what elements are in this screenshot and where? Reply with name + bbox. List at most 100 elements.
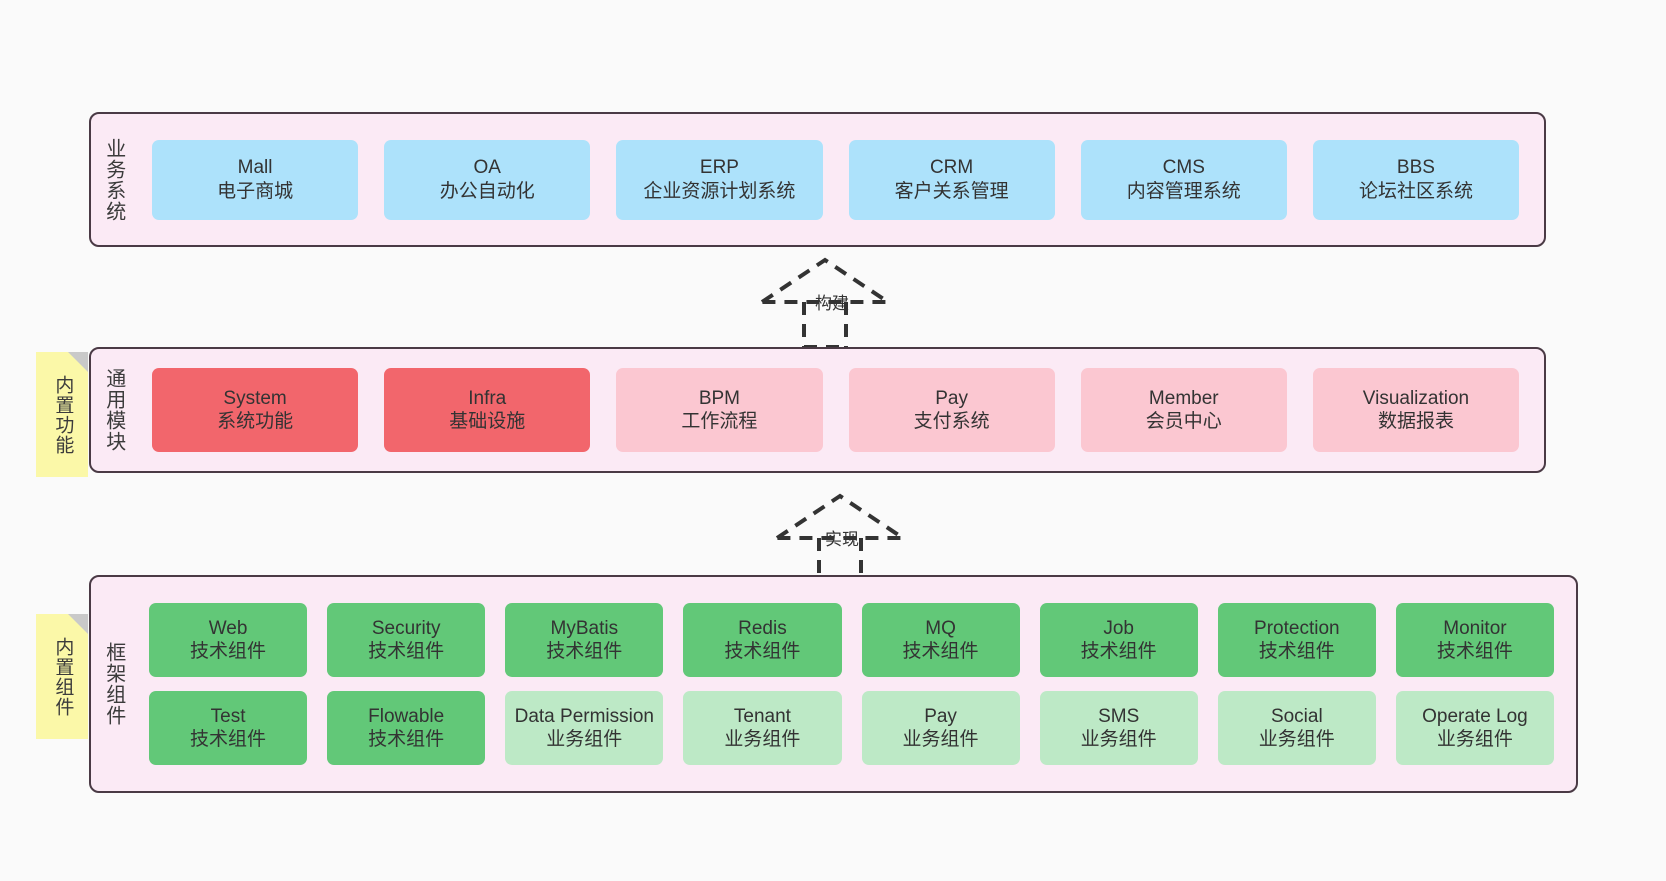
node-system-cn: 系统功能 <box>217 411 294 432</box>
node-system-en: System <box>223 387 287 409</box>
node-sms-cn: 业务组件 <box>1080 729 1157 750</box>
node-cms-cn: 内容管理系统 <box>1126 180 1241 202</box>
node-crm-en: CRM <box>929 157 974 179</box>
node-web-cn: 技术组件 <box>190 641 267 662</box>
node-security[interactable]: Security 技术组件 <box>327 603 486 677</box>
node-data-permission-cn: 业务组件 <box>546 729 623 750</box>
node-oa-en: OA <box>473 157 501 179</box>
node-job-en: Job <box>1103 617 1134 639</box>
node-pay-module-cn: 支付系统 <box>913 411 990 432</box>
layer-body-general-modules: System 系统功能 Infra 基础设施 BPM 工作流程 Pay 支付系统… <box>135 349 1544 471</box>
node-sms-en: SMS <box>1098 705 1140 727</box>
node-infra[interactable]: Infra 基础设施 <box>384 368 591 452</box>
framework-row-business: Test 技术组件 Flowable 技术组件 Data Permission … <box>139 691 1564 765</box>
node-erp-en: ERP <box>699 157 739 179</box>
framework-row-technical: Web 技术组件 Security 技术组件 MyBatis 技术组件 Redi… <box>139 603 1564 677</box>
node-member[interactable]: Member 会员中心 <box>1080 368 1287 452</box>
node-tenant-en: Tenant <box>733 705 791 727</box>
node-mybatis[interactable]: MyBatis 技术组件 <box>505 603 664 677</box>
node-system[interactable]: System 系统功能 <box>152 368 359 452</box>
node-pay-component-cn: 业务组件 <box>902 729 979 750</box>
node-test-en: Test <box>210 705 246 727</box>
layer-title-framework-components: 框架组件 <box>102 642 125 726</box>
node-bbs-en: BBS <box>1396 157 1435 179</box>
node-tenant[interactable]: Tenant 业务组件 <box>683 691 842 765</box>
layer-general-modules: 通用模块 System 系统功能 Infra 基础设施 BPM 工作流程 Pay… <box>89 347 1546 473</box>
layer-body-business-systems: Mall 电子商城 OA 办公自动化 ERP 企业资源计划系统 CRM 客户关系… <box>135 114 1544 245</box>
node-tenant-cn: 业务组件 <box>724 729 801 750</box>
node-mall-en: Mall <box>237 157 273 179</box>
node-mq-en: MQ <box>925 617 956 639</box>
node-member-cn: 会员中心 <box>1145 411 1222 432</box>
sticky-note-builtin-component-label: 内置组件 <box>52 636 74 717</box>
node-job-cn: 技术组件 <box>1080 641 1157 662</box>
node-pay-component-en: Pay <box>924 705 957 727</box>
node-infra-cn: 基础设施 <box>449 411 526 432</box>
node-protection[interactable]: Protection 技术组件 <box>1217 603 1376 677</box>
node-flowable[interactable]: Flowable 技术组件 <box>327 691 486 765</box>
node-operate-log[interactable]: Operate Log 业务组件 <box>1395 691 1554 765</box>
node-monitor[interactable]: Monitor 技术组件 <box>1395 603 1554 677</box>
node-pay-component[interactable]: Pay 业务组件 <box>861 691 1020 765</box>
node-pay-module-en: Pay <box>935 387 968 409</box>
node-redis[interactable]: Redis 技术组件 <box>683 603 842 677</box>
node-cms[interactable]: CMS 内容管理系统 <box>1080 139 1287 220</box>
node-mybatis-cn: 技术组件 <box>546 641 623 662</box>
node-member-en: Member <box>1148 387 1219 409</box>
node-flowable-cn: 技术组件 <box>368 729 445 750</box>
node-test-cn: 技术组件 <box>190 729 267 750</box>
layer-body-framework-components: Web 技术组件 Security 技术组件 MyBatis 技术组件 Redi… <box>135 577 1576 791</box>
node-oa-cn: 办公自动化 <box>439 180 535 202</box>
node-infra-en: Infra <box>468 387 507 409</box>
node-visualization-cn: 数据报表 <box>1377 411 1454 432</box>
node-web[interactable]: Web 技术组件 <box>149 603 308 677</box>
connector-implement: 实现 <box>755 488 955 585</box>
layer-business-systems: 业务系统 Mall 电子商城 OA 办公自动化 ERP 企业资源计划系统 CRM… <box>89 112 1546 247</box>
node-crm[interactable]: CRM 客户关系管理 <box>848 139 1055 220</box>
node-redis-en: Redis <box>738 617 787 639</box>
sticky-note-builtin-function: 内置功能 <box>36 352 88 477</box>
node-social-en: Social <box>1270 705 1323 727</box>
node-data-permission-en: Data Permission <box>514 705 654 727</box>
connector-implement-label: 实现 <box>825 530 859 549</box>
node-bbs[interactable]: BBS 论坛社区系统 <box>1312 139 1520 220</box>
node-social[interactable]: Social 业务组件 <box>1217 691 1376 765</box>
node-crm-cn: 客户关系管理 <box>894 180 1009 202</box>
node-monitor-en: Monitor <box>1443 617 1507 639</box>
node-redis-cn: 技术组件 <box>724 641 801 662</box>
connector-build-label: 构建 <box>815 294 849 313</box>
node-visualization[interactable]: Visualization 数据报表 <box>1312 368 1520 452</box>
layer-title-business-systems: 业务系统 <box>102 137 125 222</box>
node-erp-cn: 企业资源计划系统 <box>643 180 796 202</box>
node-job[interactable]: Job 技术组件 <box>1039 603 1198 677</box>
dashed-hollow-arrow-up-icon <box>770 493 910 585</box>
node-sms[interactable]: SMS 业务组件 <box>1039 691 1198 765</box>
node-erp[interactable]: ERP 企业资源计划系统 <box>616 139 823 220</box>
node-oa[interactable]: OA 办公自动化 <box>384 139 591 220</box>
sticky-note-builtin-component: 内置组件 <box>36 614 88 739</box>
node-cms-en: CMS <box>1162 157 1205 179</box>
node-mq-cn: 技术组件 <box>902 641 979 662</box>
node-flowable-en: Flowable <box>368 705 445 727</box>
node-monitor-cn: 技术组件 <box>1436 641 1513 662</box>
node-security-cn: 技术组件 <box>368 641 445 662</box>
node-test[interactable]: Test 技术组件 <box>149 691 308 765</box>
node-bpm[interactable]: BPM 工作流程 <box>616 368 823 452</box>
node-data-permission[interactable]: Data Permission 业务组件 <box>505 691 664 765</box>
page-fold-icon <box>68 352 88 372</box>
node-web-en: Web <box>208 617 248 639</box>
node-mall[interactable]: Mall 电子商城 <box>152 139 359 220</box>
node-bbs-cn: 论坛社区系统 <box>1358 180 1473 202</box>
node-mall-cn: 电子商城 <box>217 180 294 202</box>
node-operate-log-en: Operate Log <box>1422 705 1528 727</box>
dashed-hollow-arrow-up-icon <box>755 257 895 349</box>
node-pay-module[interactable]: Pay 支付系统 <box>848 368 1055 452</box>
page-fold-icon <box>68 614 88 634</box>
node-mq[interactable]: MQ 技术组件 <box>861 603 1020 677</box>
node-bpm-en: BPM <box>698 387 741 409</box>
node-protection-cn: 技术组件 <box>1258 641 1335 662</box>
connector-build: 构建 <box>740 252 940 349</box>
node-operate-log-cn: 业务组件 <box>1436 729 1513 750</box>
node-protection-en: Protection <box>1254 617 1340 639</box>
